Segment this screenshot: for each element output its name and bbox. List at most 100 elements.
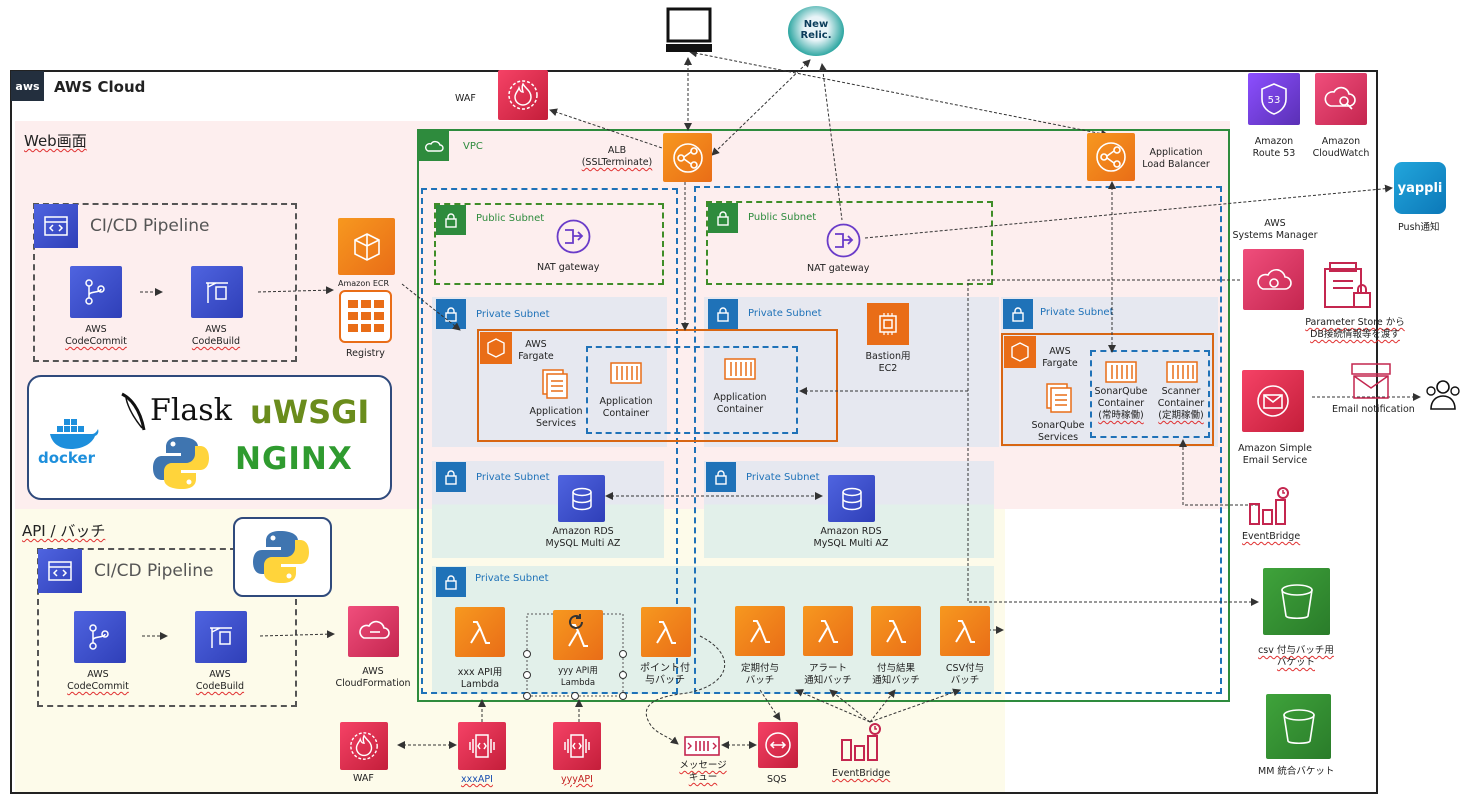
- codebuild-icon[interactable]: [195, 611, 247, 663]
- private-subnet-label: Private Subnet: [476, 472, 550, 483]
- codecommit-icon[interactable]: [70, 266, 122, 318]
- lambda-alert-2: 通知バッチ: [804, 675, 852, 686]
- cicd-pipeline-web-title: CI/CD Pipeline: [90, 216, 210, 236]
- flask-logo: Flask: [150, 393, 232, 428]
- lambda-yyy-2: Lambda: [560, 678, 596, 688]
- pipeline-icon: [38, 549, 82, 593]
- lambda-kekka-label: 付与結果 通知バッチ: [862, 663, 930, 687]
- waf-icon[interactable]: [498, 70, 548, 120]
- lambda-csv-2: バッチ: [950, 675, 980, 686]
- lambda-point-2: 与バッチ: [645, 675, 685, 686]
- lambda-icon[interactable]: [871, 606, 921, 656]
- scanner-container-label: Scanner Container (定期稼働): [1152, 386, 1210, 422]
- alb2-label-1: Application: [1149, 147, 1203, 158]
- parameter-store-label-1: Parameter Store から: [1305, 317, 1405, 328]
- cicd-pipeline-api-title: CI/CD Pipeline: [94, 561, 214, 581]
- cloudwatch-icon[interactable]: [1315, 73, 1367, 125]
- push-label: Push通知: [1398, 222, 1440, 233]
- scanner-3: (定期稼働): [1158, 410, 1204, 421]
- sqs-icon[interactable]: [758, 722, 798, 768]
- alb-icon[interactable]: [663, 133, 712, 182]
- rds-icon[interactable]: [828, 475, 875, 522]
- codebuild-name: AWS: [209, 669, 231, 680]
- parameter-store-label-2: DB接続情報等を渡す: [1310, 329, 1400, 340]
- uwsgi-logo: uWSGI: [250, 393, 370, 431]
- docker-logo: docker: [38, 449, 96, 467]
- ecr-icon[interactable]: [338, 218, 395, 275]
- api-gateway-icon[interactable]: [458, 722, 506, 770]
- lambda-icon[interactable]: [641, 607, 691, 657]
- codecommit-sub: CodeCommit: [65, 336, 127, 347]
- lambda-icon[interactable]: [455, 607, 505, 657]
- pipeline-icon: [34, 204, 78, 248]
- newrelic-line1: New: [803, 19, 829, 30]
- lock-icon: [708, 203, 738, 233]
- lambda-alert-1: アラート: [808, 663, 847, 674]
- public-subnet-left: [434, 203, 664, 285]
- container-icon: [610, 362, 642, 384]
- lambda-kekka-2: 通知バッチ: [872, 675, 920, 686]
- lambda-icon[interactable]: [803, 606, 853, 656]
- s3-bucket-icon[interactable]: [1266, 694, 1331, 759]
- lock-icon: [436, 567, 466, 597]
- rds-r-2: MySQL Multi AZ: [813, 538, 889, 549]
- api-gateway-icon[interactable]: [553, 722, 601, 770]
- waf-icon[interactable]: [340, 722, 388, 770]
- public-subnet-right: [706, 201, 993, 285]
- nat-gateway-left-label: NAT gateway: [537, 262, 600, 273]
- lambda-xxx-2: Lambda: [460, 679, 500, 690]
- eventbridge-icon: [840, 722, 884, 762]
- bastion-label: Bastion用 EC2: [860, 351, 916, 375]
- ses-label: Amazon Simple Email Service: [1230, 443, 1320, 467]
- systems-manager-icon[interactable]: [1243, 249, 1304, 310]
- ssm-label-1: AWS: [1264, 218, 1286, 229]
- nat-gateway-icon: [825, 222, 862, 259]
- ses-icon[interactable]: [1242, 370, 1304, 432]
- public-subnet-label-left: Public Subnet: [476, 213, 545, 224]
- app-container-2: Container: [602, 408, 650, 419]
- vpc-label: VPC: [463, 141, 483, 152]
- codebuild-icon[interactable]: [191, 266, 243, 318]
- rds-right-label: Amazon RDS MySQL Multi AZ: [808, 526, 894, 550]
- yappli-logo-icon: yappli: [1394, 162, 1446, 214]
- codecommit-icon[interactable]: [74, 611, 126, 663]
- cloudwatch-label: Amazon CloudWatch: [1306, 136, 1376, 160]
- application-services-icon: [541, 368, 571, 402]
- public-subnet-label-right: Public Subnet: [748, 212, 817, 223]
- lambda-alert-label: アラート 通知バッチ: [794, 663, 862, 687]
- lambda-icon[interactable]: [940, 606, 990, 656]
- lambda-icon[interactable]: [735, 606, 785, 656]
- container-group-left: [586, 346, 798, 434]
- alb2-label-2: Load Balancer: [1142, 159, 1210, 170]
- s3-mm-label: MM 統合バケット: [1258, 766, 1335, 777]
- route53-icon[interactable]: 53: [1248, 73, 1300, 125]
- s3-bucket-icon[interactable]: [1263, 568, 1330, 635]
- docker-whale-icon: [47, 416, 101, 450]
- scanner-1: Scanner: [1161, 386, 1201, 397]
- scanner-2: Container: [1157, 398, 1205, 409]
- rds-l-2: MySQL Multi AZ: [545, 538, 621, 549]
- api-section-title: API / バッチ: [22, 522, 106, 540]
- route53-label-1: Amazon: [1254, 136, 1294, 147]
- sonar-c-3: (常時稼働): [1098, 410, 1144, 421]
- sonar-c-1: SonarQube: [1094, 386, 1148, 397]
- cloudwatch-label-2: CloudWatch: [1312, 148, 1370, 159]
- nat-gateway-icon: [555, 218, 592, 255]
- lock-icon: [708, 299, 738, 329]
- cloudformation-icon[interactable]: [348, 606, 399, 657]
- application-load-balancer-icon[interactable]: [1087, 133, 1135, 181]
- fargate-icon: [1004, 336, 1036, 368]
- ecr-label: Amazon ECR: [338, 279, 390, 288]
- app-services-1: Application: [529, 406, 583, 417]
- alb-label: ALB (SSLTerminate): [572, 145, 662, 169]
- bastion-1: Bastion用: [865, 351, 911, 362]
- lock-icon: [436, 205, 466, 235]
- yappli-text: yappli: [1397, 180, 1443, 196]
- rds-icon[interactable]: [558, 475, 605, 522]
- aws-cloud-title: AWS Cloud: [54, 78, 146, 96]
- route53-label: Amazon Route 53: [1244, 136, 1304, 160]
- private-subnet-db1-bg: [432, 461, 664, 558]
- eventbridge-right-label: EventBridge: [1242, 531, 1301, 542]
- python-logo-icon: [252, 529, 310, 585]
- application-container-right-label: Application Container: [710, 392, 770, 416]
